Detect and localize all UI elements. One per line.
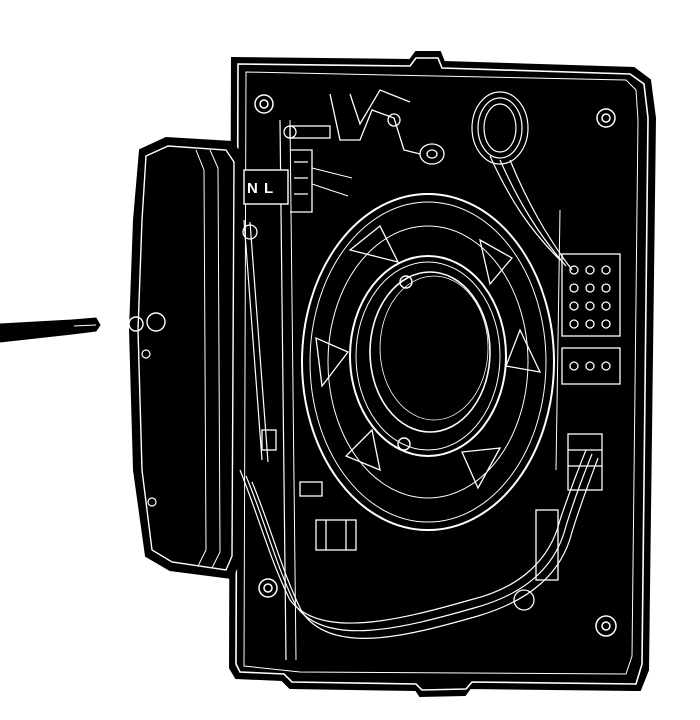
top-components bbox=[283, 89, 445, 165]
fan-hub-center bbox=[369, 271, 491, 433]
fan-hub-outer bbox=[349, 255, 507, 457]
terminal-label-l: L bbox=[264, 180, 273, 197]
mounting-hole-top-left bbox=[254, 94, 274, 114]
hub-screw-top bbox=[399, 275, 413, 289]
front-cover-edge bbox=[137, 145, 235, 571]
fan-outer-ring bbox=[301, 193, 555, 531]
right-terminal-blocks bbox=[561, 253, 621, 491]
fan-blade bbox=[505, 328, 542, 373]
cover-screw-boss bbox=[146, 312, 166, 332]
terminal-block-upper bbox=[561, 253, 621, 337]
cable-clip bbox=[289, 125, 331, 139]
fan-blade bbox=[461, 447, 502, 490]
terminal-clamps bbox=[290, 149, 313, 213]
fan-shroud bbox=[327, 225, 529, 499]
terminal-wires bbox=[311, 167, 353, 197]
mounting-hole-top-right bbox=[596, 108, 616, 128]
screwdriver-tip-highlight bbox=[73, 324, 97, 327]
mounting-hole-bottom-left bbox=[258, 578, 278, 598]
cover-screw-head bbox=[128, 316, 144, 332]
relay-bracket bbox=[315, 519, 357, 551]
fan-blade bbox=[315, 336, 350, 388]
pcb-chip bbox=[261, 429, 277, 451]
front-cover-body bbox=[128, 136, 244, 580]
terminal-block-body bbox=[243, 169, 289, 205]
fan-blade bbox=[344, 428, 381, 472]
back-plate-rim bbox=[235, 57, 649, 691]
cover-hole-lower bbox=[147, 497, 157, 507]
fan-impeller bbox=[301, 193, 555, 531]
lower-components bbox=[242, 224, 559, 611]
terminal-label-n: N bbox=[247, 180, 258, 197]
fan-hub-rim bbox=[355, 261, 501, 451]
terminal-strip bbox=[535, 509, 559, 581]
cover-hole-upper bbox=[141, 349, 151, 359]
plate-divider-left bbox=[279, 119, 287, 661]
front-cover-side bbox=[195, 149, 207, 567]
mounting-holes bbox=[254, 94, 617, 637]
front-cover bbox=[128, 136, 244, 580]
front-cover-side-2 bbox=[209, 149, 221, 569]
fan-outer-ring-inner bbox=[309, 201, 547, 523]
cable-grommet bbox=[513, 589, 535, 611]
fan-hub-depth bbox=[379, 275, 489, 421]
pcb-screw bbox=[242, 224, 258, 240]
connector-small bbox=[567, 433, 603, 491]
mains-terminal-block: N L bbox=[243, 149, 353, 213]
plate-divider-left-2 bbox=[289, 119, 297, 661]
mounting-hole-bottom-right bbox=[595, 615, 617, 637]
screwdriver-shaft bbox=[0, 317, 101, 343]
left-wire-run bbox=[243, 219, 263, 461]
back-plate-inner-rim bbox=[243, 71, 639, 675]
screwdriver bbox=[0, 317, 101, 343]
component-post bbox=[387, 113, 401, 127]
fan-blade bbox=[348, 224, 400, 263]
pcb-part bbox=[299, 481, 323, 497]
terminal-block-lower bbox=[561, 347, 621, 385]
component-leads bbox=[329, 93, 421, 155]
fan-blade bbox=[479, 238, 514, 286]
coiled-wire-bundle bbox=[471, 91, 573, 271]
hub-screw-bottom bbox=[397, 437, 411, 451]
wiring-harness bbox=[239, 219, 599, 639]
